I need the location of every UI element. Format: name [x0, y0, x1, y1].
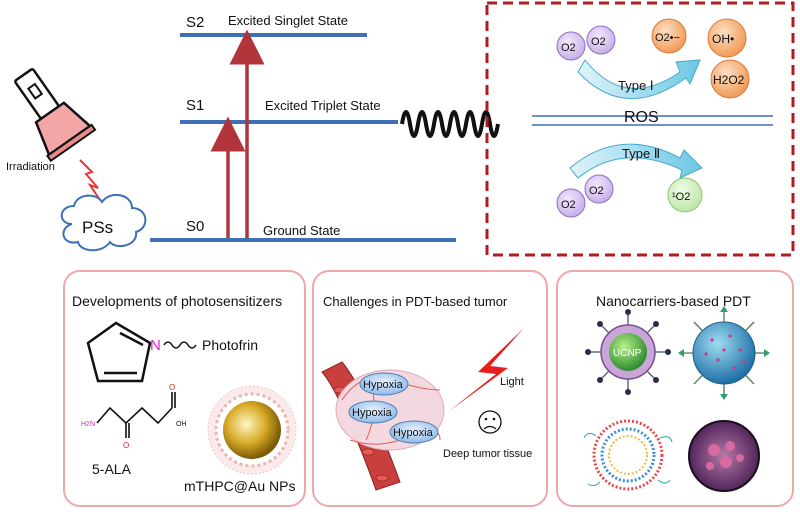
s1-label: S1	[186, 97, 204, 114]
hydroxyl-molecule: OH•	[707, 18, 747, 58]
o2-molecule: O2	[556, 188, 586, 218]
o2-molecule: O2	[586, 25, 616, 55]
ros-label: ROS	[624, 109, 659, 126]
o2-molecule: O2	[556, 31, 586, 61]
svg-text:Hypoxia: Hypoxia	[393, 427, 434, 439]
svg-text:OH•: OH•	[712, 32, 734, 46]
energy-diagram: S2 Excited Singlet State S1 Excited Trip…	[150, 13, 500, 242]
pss-label: PSs	[82, 218, 113, 237]
panel-challenges-title: Challenges in PDT-based tumor	[323, 294, 508, 309]
type2-curve-arrow	[569, 143, 703, 179]
svg-text:O2: O2	[561, 199, 576, 211]
sad-face-icon	[478, 410, 502, 434]
light-label: Light	[500, 376, 524, 388]
singlet-oxygen-molecule: ¹O2	[667, 177, 703, 213]
svg-text:O2: O2	[591, 36, 606, 48]
panel-nanocarriers: Nanocarriers-based PDT UCNP	[556, 270, 794, 507]
svg-text:¹O2: ¹O2	[672, 191, 690, 203]
svg-text:O2: O2	[589, 185, 604, 197]
o2-molecule: O2	[584, 174, 614, 204]
svg-text:H2O2: H2O2	[713, 73, 745, 87]
type2-label: Type Ⅱ	[622, 146, 660, 161]
svg-text:H2N: H2N	[81, 421, 95, 428]
nitrogen-atom-label: N	[150, 337, 161, 354]
flashlight-icon	[14, 68, 97, 163]
svg-text:OH: OH	[176, 421, 187, 428]
svg-text:O2•−: O2•−	[655, 32, 680, 44]
ucnp-nanoparticle: UCNP	[585, 309, 671, 395]
purple-nanoparticle	[688, 420, 760, 492]
blue-nanoparticle	[678, 306, 770, 400]
s1-name: Excited Triplet State	[265, 98, 381, 113]
svg-text:O: O	[169, 383, 175, 392]
superoxide-molecule: O2•−	[651, 18, 687, 54]
svg-text:Hypoxia: Hypoxia	[363, 379, 404, 391]
s0-name: Ground State	[263, 223, 340, 238]
peroxide-molecule: H2O2	[710, 59, 750, 99]
panel-developments: Developments of photosensitizers N Photo…	[63, 270, 306, 507]
svg-text:O2: O2	[561, 42, 576, 54]
lightning-icon	[79, 159, 101, 201]
panel-developments-title: Developments of photosensitizers	[72, 293, 282, 309]
type1-label: Type Ⅰ	[618, 78, 654, 93]
light-bolt-icon	[448, 328, 524, 412]
s0-label: S0	[186, 218, 204, 235]
svg-text:Hypoxia: Hypoxia	[352, 407, 393, 419]
pss-cloud: PSs	[60, 193, 147, 252]
panel-nanocarriers-title: Nanocarriers-based PDT	[596, 293, 751, 309]
pyrroline-structure: N	[86, 321, 197, 383]
panel-challenges: Challenges in PDT-based tumor Hypoxia Hy…	[312, 270, 548, 507]
hypoxia-cells: Hypoxia Hypoxia Hypoxia	[348, 372, 439, 444]
irradiation-label: Irradiation	[6, 161, 55, 173]
s2-label: S2	[186, 14, 204, 31]
ros-dashed-border	[485, 1, 795, 257]
liposome-nanoparticle	[583, 419, 673, 491]
ala-label: 5-ALA	[92, 461, 132, 477]
mthpc-au-nanoparticle	[207, 385, 297, 475]
s2-name: Excited Singlet State	[228, 13, 348, 28]
ala-structure: H2N O O OH	[81, 383, 187, 450]
photofrin-label: Photofrin	[202, 337, 258, 353]
svg-text:O: O	[123, 441, 129, 450]
energy-transfer-coil	[400, 110, 500, 138]
mthpc-label: mTHPC@Au NPs	[184, 478, 295, 494]
ucnp-label: UCNP	[613, 348, 642, 359]
ros-box: ROS Type Ⅰ Type Ⅱ O2 O2 O2•− OH• H2O2	[485, 1, 795, 257]
type1-curve-arrow	[577, 59, 701, 99]
deep-tissue-label: Deep tumor tissue	[443, 448, 532, 460]
